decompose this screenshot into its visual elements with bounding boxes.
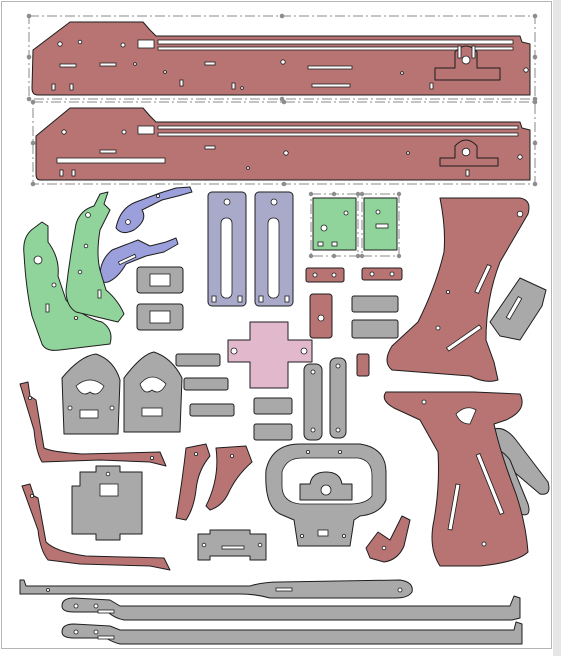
side-plate-top[interactable] bbox=[26, 13, 538, 102]
scrollbar-track[interactable] bbox=[553, 0, 561, 656]
lever-green-right[interactable] bbox=[65, 191, 125, 323]
small-gray-parts[interactable] bbox=[136, 266, 399, 441]
plate-holes bbox=[51, 39, 529, 91]
long-bar-2[interactable] bbox=[61, 595, 521, 621]
curved-arm-upper[interactable] bbox=[19, 381, 167, 467]
sheet-border bbox=[1, 1, 552, 649]
selection-handles[interactable] bbox=[26, 13, 538, 102]
stock-upper[interactable] bbox=[386, 197, 530, 382]
mount-green-right[interactable] bbox=[359, 191, 402, 259]
plate-outline bbox=[35, 107, 531, 181]
trigger-frame[interactable] bbox=[71, 465, 143, 541]
side-plate-bottom[interactable] bbox=[30, 99, 538, 187]
claw-plate-left[interactable] bbox=[61, 353, 121, 435]
slotted-rail-right[interactable] bbox=[254, 191, 294, 307]
claw-plate-right[interactable] bbox=[123, 351, 183, 433]
stock-lower[interactable] bbox=[383, 391, 529, 567]
long-bar-1[interactable] bbox=[19, 579, 413, 599]
mount-green-left[interactable] bbox=[308, 191, 361, 259]
long-bar-3[interactable] bbox=[61, 621, 523, 645]
small-red-parts[interactable] bbox=[305, 267, 403, 377]
claw-red[interactable] bbox=[175, 443, 253, 521]
selection-handles[interactable] bbox=[30, 99, 538, 187]
curved-arm-lower[interactable] bbox=[21, 483, 171, 571]
bottom-bracket[interactable] bbox=[197, 529, 267, 561]
loop-bracket[interactable] bbox=[265, 443, 387, 547]
cross-plate[interactable] bbox=[227, 321, 313, 389]
slotted-rail-left[interactable] bbox=[207, 191, 247, 307]
lever-green-left[interactable] bbox=[23, 221, 112, 351]
hook-blue-upper[interactable] bbox=[115, 186, 193, 234]
trigger-red[interactable] bbox=[365, 515, 411, 563]
plate-holes bbox=[56, 125, 523, 177]
